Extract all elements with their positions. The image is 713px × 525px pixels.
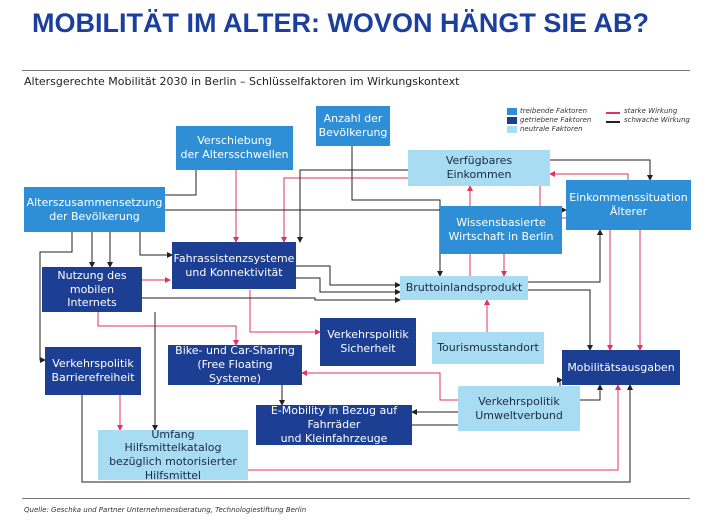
link-alterszusammensetzung-barriere (39, 232, 73, 363)
link-barriere-mobilitaet (81, 384, 633, 483)
node-tourismusstandort: Tourismusstandort (432, 332, 544, 364)
legend-swatch-getrieben (507, 117, 517, 124)
diagram-subtitle: Altersgerechte Mobilität 2030 in Berlin … (24, 75, 460, 88)
node-e-mobility: E-Mobility in Bezug auf Fahrräder und Kl… (256, 404, 412, 445)
node-fahrassistenzsysteme: Fahrassistenzsysteme und Konnektivität (172, 242, 296, 289)
link-einkommen-fahrassistenz (281, 177, 408, 243)
link-fahrassistenz-bip (296, 265, 401, 288)
legend-swatch-treibend (507, 108, 517, 115)
top-divider (22, 70, 690, 71)
legend-stark: starke Wirkung (624, 107, 678, 115)
link-einkommen-fahrassistenz-k (297, 169, 408, 243)
bottom-divider (22, 498, 690, 499)
legend-line-schwach (606, 121, 620, 123)
link-einkommen-einkommenssituation (550, 159, 653, 181)
node-bike-car-sharing: Bike- und Car-Sharing (Free Floating Sys… (168, 344, 302, 385)
page-title: MOBILITÄT IM ALTER: WOVON HÄNGT SIE AB? (32, 8, 649, 38)
node-verfuegbares-einkommen: Verfügbares Einkommen (408, 150, 550, 186)
node-mobilitaetsausgaben: Mobilitätsausgaben (562, 350, 680, 385)
node-hilfsmittelkatalog: Umfang Hilfsmittelkatalog bezüglich moto… (98, 428, 248, 482)
node-alterszusammensetzung: Alterszusammensetzung der Bevölkerung (24, 187, 165, 232)
link-bip-mobilitaet (528, 289, 593, 351)
legend-schwach: schwache Wirkung (624, 116, 690, 124)
node-einkommenssituation-aelterer: Einkommenssituation Älterer (566, 180, 691, 230)
node-anzahl-bevoelkerung: Anzahl der Bevölkerung (316, 106, 390, 146)
node-verkehrspolitik-sicherheit: Verkehrspolitik Sicherheit (320, 318, 416, 366)
link-alterszusammensetzung-fahrassistenz (139, 232, 173, 258)
link-bip-einkommenssituation (528, 229, 603, 283)
link-umwelt-sharing (301, 370, 458, 401)
link-internet-sharing (97, 312, 239, 346)
node-verschiebung-altersschwellen: Verschiebung der Altersschwellen (176, 126, 293, 170)
node-nutzung-mobiles-internet: Nutzung des mobilen Internets (42, 267, 142, 312)
node-verkehrspolitik-umweltverbund: Verkehrspolitik Umweltverbund (458, 386, 580, 431)
legend-swatch-neutral (507, 126, 517, 133)
link-umwelt-mobilitaet (580, 384, 603, 401)
source-note: Quelle: Geschka und Partner Unternehmens… (24, 506, 307, 514)
link-fahrassistenz-sicherheit (249, 290, 321, 335)
node-bruttoinlandsprodukt: Bruttoinlandsprodukt (400, 276, 528, 300)
legend-getrieben: getriebene Faktoren (520, 116, 592, 124)
node-wissensbasierte-wirtschaft: Wissensbasierte Wirtschaft in Berlin (440, 206, 562, 254)
legend-line-stark (606, 112, 620, 114)
link-hilfsmittel-mobilitaet (248, 384, 621, 471)
node-verkehrspolitik-barrierefreiheit: Verkehrspolitik Barrierefreiheit (45, 347, 141, 395)
link-fahrassistenz-bip-2 (296, 277, 401, 295)
legend-treibend: treibende Faktoren (520, 107, 588, 115)
legend-neutral: neutrale Faktoren (520, 125, 583, 133)
link-internet-bip (142, 297, 401, 303)
